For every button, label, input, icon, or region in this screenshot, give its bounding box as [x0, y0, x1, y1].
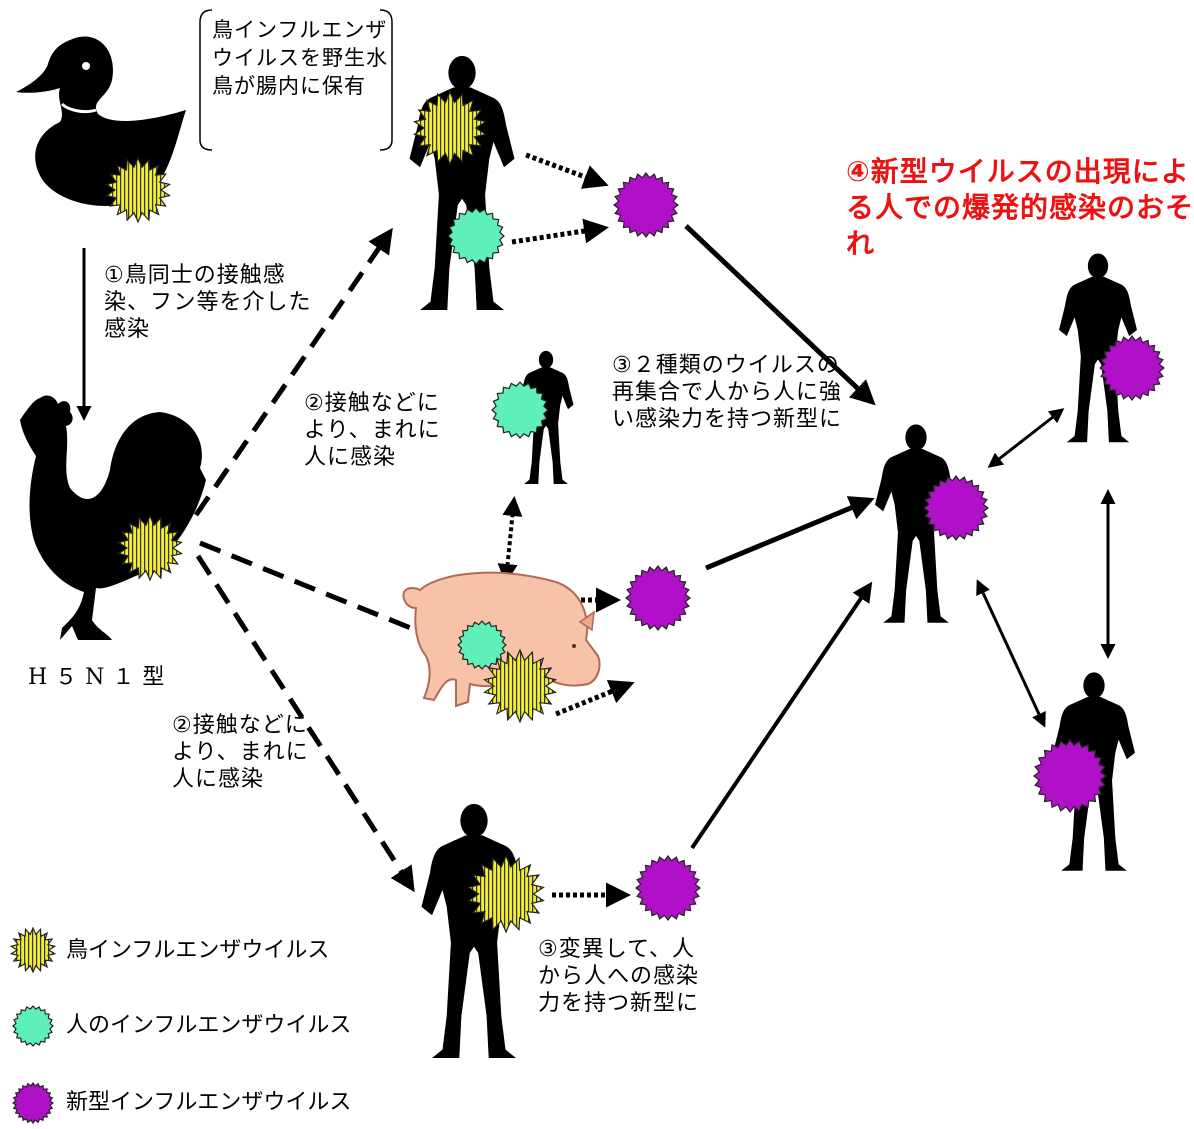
arrow-center-to-right-top — [987, 408, 1065, 468]
human-virus-pig — [457, 620, 507, 670]
duck-icon — [16, 36, 186, 207]
step3-mutation-line: から人への感染 — [538, 964, 700, 989]
legend-avian-label: 鳥インフルエンザウイルス — [66, 938, 330, 963]
novel-virus-right-top-human — [1099, 335, 1165, 401]
arrow-novel-pig-to-center — [705, 496, 875, 571]
step4-label: ④新型ウイルスの出現によ る人での爆発的感染のおそ れ — [846, 154, 1194, 262]
legend-human-label: 人のインフルエンザウイルス — [66, 1013, 352, 1038]
novel-virus-pig — [625, 565, 691, 631]
avian-virus-chicken — [117, 514, 183, 582]
chicken-strain-label: H５N１型 — [28, 665, 173, 690]
step2-lower-line: ②接触などに — [172, 713, 308, 738]
arrow-novel-top-to-center — [684, 224, 876, 406]
arrow-pig-small-human — [497, 496, 523, 584]
step3-mutation-line: 力を持つ新型に — [538, 991, 700, 1016]
human-virus-small-human — [491, 381, 549, 439]
legend-human-icon — [12, 1005, 54, 1047]
step1-line: 染、フン等を介した — [104, 290, 312, 315]
step2-upper-label: ②接触などに より、まれに 人に感染 — [304, 390, 441, 471]
step3-reassortment-line: い感染力を持つ新型に — [612, 407, 843, 432]
novel-virus-right-bottom-human — [1033, 739, 1107, 813]
step2-upper-line: ②接触などに — [304, 391, 440, 416]
step2-lower-line: より、まれに — [172, 740, 309, 765]
novel-virus-bottom — [635, 855, 701, 921]
virus-markers — [9, 90, 1165, 1124]
diagram-canvas — [9, 9, 1165, 1124]
step3-mutation-line: ③変異して、人 — [538, 937, 695, 962]
arrow-top-human-human-virus-to-novel — [511, 218, 609, 245]
step2-upper-line: より、まれに — [304, 418, 441, 443]
wild-bird-note-line: ウイルスを野生水 — [212, 46, 388, 70]
step1-label: ①鳥同士の接触感 染、フン等を介した 感染 — [104, 262, 311, 343]
step2-upper-line: 人に感染 — [304, 445, 397, 470]
step4-line: る人での爆発的感染のおそ — [846, 191, 1194, 224]
wild-bird-note-line: 鳥が腸内に保有 — [212, 74, 366, 98]
step1-line: ①鳥同士の接触感 — [104, 263, 286, 288]
step2-lower-line: 人に感染 — [172, 767, 265, 792]
arrow-chicken-to-top-human — [193, 227, 393, 517]
arrow-top-human-to-novel — [525, 152, 609, 189]
legend-avian-icon — [9, 926, 57, 974]
human-right-top-figure — [1059, 253, 1137, 443]
step3-reassortment-label: ③２種類のウイルスの 再集合で人から人に強 い感染力を持つ新型に — [612, 352, 842, 433]
step3-mutation-label: ③変異して、人 から人への感染 力を持つ新型に — [538, 936, 699, 1017]
wild-bird-note: 鳥インフルエンザ ウイルスを野生水 鳥が腸内に保有 — [212, 16, 388, 100]
arrow-novel-bottom-to-center — [690, 581, 873, 850]
chicken-icon — [20, 395, 206, 640]
step3-reassortment-line: 再集合で人から人に強 — [612, 380, 843, 405]
avian-virus-bottom-human — [467, 854, 545, 934]
legend-novel-label: 新型インフルエンザウイルス — [66, 1090, 352, 1115]
novel-virus-center-human — [923, 475, 989, 541]
step1-line: 感染 — [104, 317, 151, 342]
human-bottom-figure — [421, 803, 527, 1058]
avian-virus-pig — [483, 648, 557, 724]
novel-virus-top — [613, 172, 679, 238]
note-bracket — [199, 9, 393, 151]
legend-novel-icon — [12, 1082, 54, 1124]
step4-line: ④新型ウイルスの出現によ — [846, 155, 1190, 188]
step4-line: れ — [846, 227, 876, 260]
arrow-pig-to-right — [555, 679, 635, 717]
step3-reassortment-line: ③２種類のウイルスの — [612, 353, 840, 378]
human-virus-top-human — [447, 207, 505, 265]
avian-virus-top-human — [413, 90, 487, 166]
step2-lower-label: ②接触などに より、まれに 人に感染 — [172, 712, 309, 793]
arrow-center-to-right-bottom — [976, 579, 1046, 728]
wild-bird-note-line: 鳥インフルエンザ — [212, 18, 388, 42]
avian-virus-duck — [105, 156, 171, 224]
